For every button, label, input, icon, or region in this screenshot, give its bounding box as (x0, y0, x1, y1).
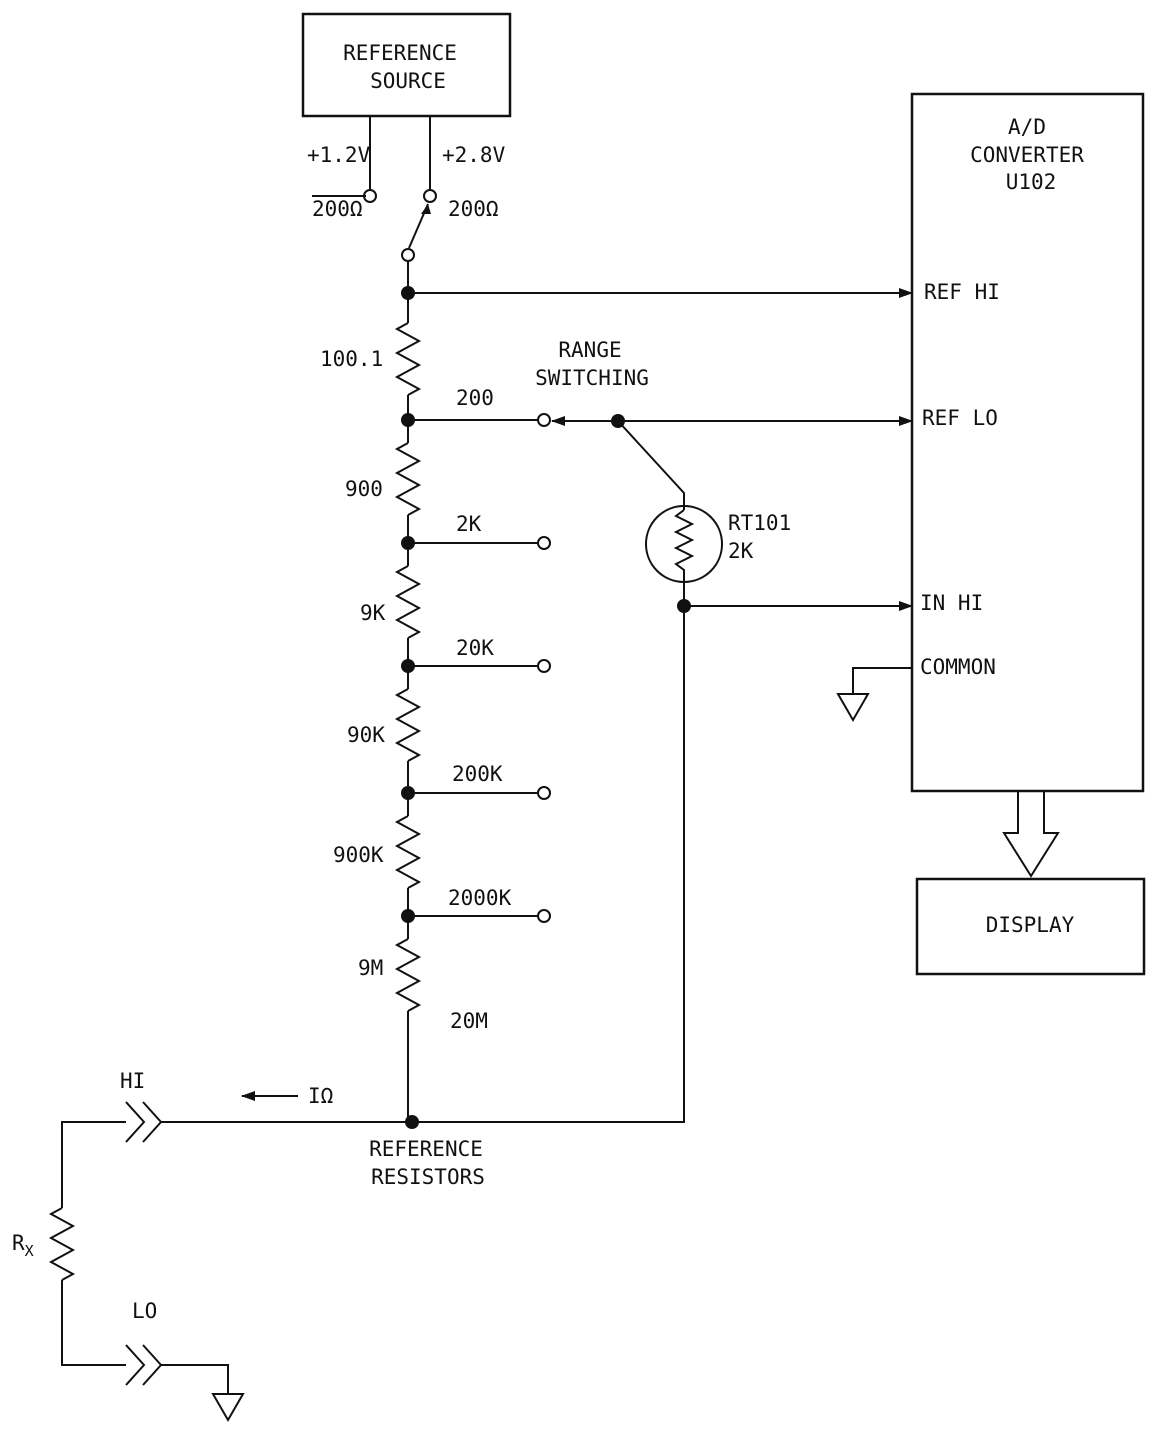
source-contact-2v8 (423, 189, 437, 203)
rx-bottom-wire (61, 1280, 126, 1366)
rx-label: RX (12, 1231, 34, 1260)
rx-label-subscript: X (25, 1242, 34, 1260)
range-label-20m: 20M (450, 1009, 488, 1033)
range-tap-wires (408, 419, 538, 917)
display-bus-arrow-icon (1002, 791, 1060, 878)
rx-label-main: R (12, 1231, 25, 1255)
reference-source-label-2: SOURCE (370, 69, 446, 93)
current-label: IΩ (308, 1084, 333, 1108)
reference-resistors-label-1: REFERENCE (369, 1137, 483, 1161)
adc-pin-common: COMMON (920, 655, 996, 679)
reference-resistors-label-2: RESISTORS (371, 1165, 485, 1189)
resistor-100-1 (394, 322, 422, 396)
range-switching-label-2: SWITCHING (535, 366, 649, 390)
common-ground-icon (836, 693, 870, 723)
adc-box (910, 92, 1145, 793)
hi-terminal-connector-icon (125, 1101, 163, 1143)
switch-arrow-icon (421, 204, 431, 214)
range-label-20k: 20K (456, 636, 494, 660)
lo-ground-wire (160, 1364, 229, 1394)
range-contact-200k (537, 786, 551, 800)
range-label-2000k: 2000K (448, 886, 512, 910)
adc-pin-in-hi: IN HI (920, 591, 983, 615)
thermistor-value-label: 2K (728, 539, 754, 563)
reference-source-box (301, 12, 512, 118)
adc-label-2: CONVERTER (970, 143, 1084, 167)
display-box (915, 877, 1146, 976)
adc-pin-ref-hi: REF HI (924, 280, 1000, 304)
range-contact-2k (537, 536, 551, 550)
resistor-900 (394, 442, 422, 516)
reference-source-label-1: REFERENCE (343, 41, 457, 65)
voltage-1v2-label: +1.2V (307, 143, 371, 167)
common-ground-wire (852, 667, 912, 694)
range-label-200: 200 (456, 386, 494, 410)
resistor-label-900: 900 (345, 477, 383, 501)
resistor-9m (394, 938, 422, 1012)
range-contact-20k (537, 659, 551, 673)
adc-label-3: U102 (1006, 170, 1057, 194)
rx-top-wire (61, 1121, 126, 1208)
resistor-900k (394, 815, 422, 889)
resistor-rx (48, 1207, 76, 1281)
lo-ground-icon (211, 1393, 245, 1423)
thermistor-name-label: RT101 (728, 511, 791, 535)
range-contact-2000k (537, 909, 551, 923)
switch-pivot-contact (401, 248, 415, 262)
in-hi-return-wire (412, 606, 685, 1123)
lo-terminal-label: LO (132, 1299, 157, 1323)
resistor-label-9k: 9K (360, 601, 386, 625)
source-resistor-2-label: 200Ω (448, 197, 499, 221)
resistor-label-90k: 90K (347, 723, 385, 747)
resistor-label-900k: 900K (333, 843, 384, 867)
thermistor-lead-top (617, 420, 685, 510)
range-contact-200 (537, 413, 551, 427)
range-label-2k: 2K (456, 512, 482, 536)
lo-terminal-connector-icon (125, 1344, 163, 1386)
display-label: DISPLAY (986, 913, 1075, 937)
range-switching-label-1: RANGE (558, 338, 621, 362)
range-label-200k: 200K (452, 762, 503, 786)
resistor-label-9m: 9M (358, 956, 383, 980)
adc-pin-ref-lo: REF LO (922, 406, 998, 430)
thermistor-rt101 (673, 509, 695, 606)
hi-terminal-label: HI (120, 1069, 145, 1093)
adc-label-1: A/D (1008, 115, 1046, 139)
resistor-label-100-1: 100.1 (320, 347, 383, 371)
resistor-90k (394, 688, 422, 762)
voltage-2v8-label: +2.8V (442, 143, 506, 167)
resistor-9k (394, 565, 422, 639)
source-resistor-1-label: 200Ω (312, 197, 363, 221)
